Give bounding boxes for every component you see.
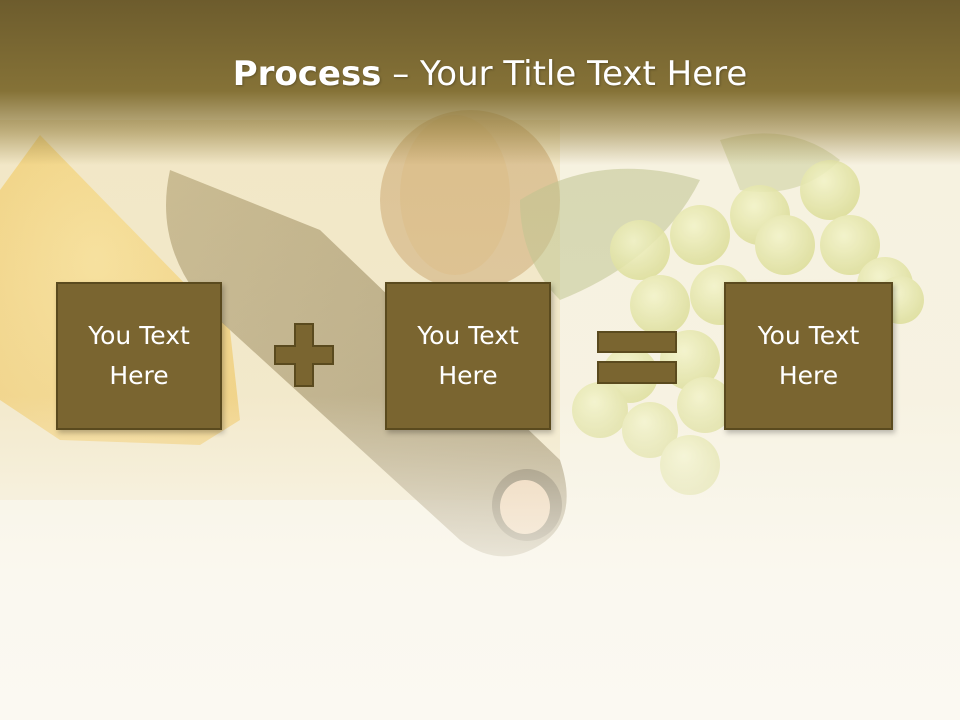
plus-icon: [274, 323, 334, 387]
process-box-1-label: You Text Here: [88, 321, 190, 390]
process-box-3[interactable]: You Text Here: [724, 282, 893, 430]
process-box-1[interactable]: You Text Here: [56, 282, 222, 430]
title-band: [0, 0, 960, 165]
title-strong: Process: [232, 54, 382, 94]
process-box-2[interactable]: You Text Here: [385, 282, 551, 430]
slide-title: Process – Your Title Text Here: [0, 50, 960, 98]
title-rest: – Your Title Text Here: [381, 54, 748, 94]
process-box-3-label: You Text Here: [757, 321, 860, 390]
process-box-2-label: You Text Here: [417, 321, 519, 390]
equals-icon: [597, 331, 677, 384]
